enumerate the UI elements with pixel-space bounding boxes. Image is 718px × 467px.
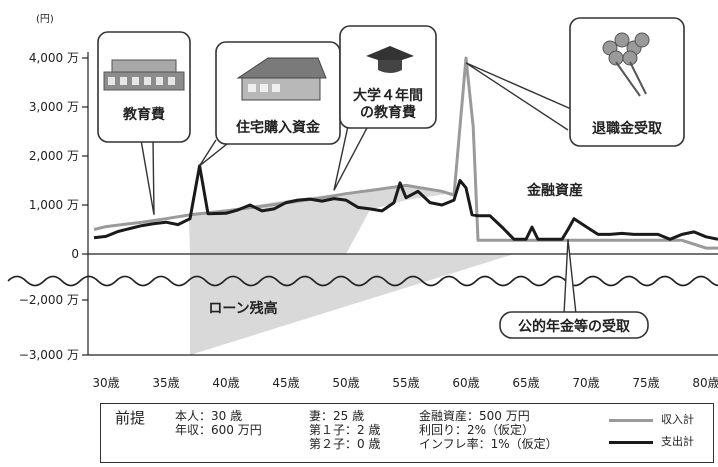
premise-inflation: インフレ率：1%（仮定）: [419, 437, 558, 451]
retirement-callout-label: 退職金受取: [592, 120, 663, 137]
y-tick-label: −2,000 万: [19, 293, 79, 307]
x-tick-label: 80歳: [692, 376, 718, 390]
university-callout-label-1: 大学４年間: [353, 87, 423, 104]
premise-assets: 金融資産：500 万円: [419, 409, 530, 423]
y-tick-label: 0: [71, 247, 79, 261]
x-tick-label: 75歳: [632, 376, 659, 390]
loan-balance-area: [190, 254, 514, 355]
premise-yield: 利回り：2%（仮定）: [419, 423, 535, 437]
x-tick-label: 35歳: [152, 376, 179, 390]
housing-callout-label: 住宅購入資金: [236, 119, 321, 136]
x-tick-label: 45歳: [272, 376, 299, 390]
premises-finance: 金融資産：500 万円 利回り：2%（仮定） インフレ率：1%（仮定）: [419, 409, 558, 451]
y-tick-label: 4,000 万: [29, 51, 79, 65]
university-callout-label-2: の教育費: [360, 104, 416, 121]
loan-balance-label: ローン残高: [208, 300, 277, 317]
legend-expense-swatch: [609, 440, 653, 444]
school-building-icon: [103, 59, 185, 91]
life-plan-chart: (円) 4,000 万 3,000 万 2,000 万 1,000 万 0 −2,000 万…: [7, 14, 718, 390]
flower-bouquet-icon: [602, 32, 650, 97]
housing-callout-pointer: [199, 139, 233, 167]
legend-income: 収入計: [609, 413, 694, 427]
house-icon: [236, 57, 327, 101]
premise-income: 年収：600 万円: [175, 423, 262, 437]
premises-box: 前提 本人：30 歳 年収：600 万円 妻：25 歳 第１子：2 歳 第２子：…: [100, 403, 714, 463]
pension-callout-pointer: [563, 239, 577, 315]
y-tick-label: 2,000 万: [29, 149, 79, 163]
x-tick-label: 55歳: [392, 376, 419, 390]
premise-child2: 第２子：0 歳: [309, 437, 381, 451]
premises-family: 妻：25 歳 第１子：2 歳 第２子：0 歳: [309, 409, 380, 451]
y-tick-label: −3,000 万: [19, 348, 79, 362]
legend-income-label: 収入計: [661, 413, 694, 426]
y-tick-label: 3,000 万: [29, 100, 79, 114]
legend-income-swatch: [609, 418, 653, 422]
retirement-callout-pointer: [465, 62, 579, 131]
x-tick-label: 30歳: [92, 376, 119, 390]
pension-callout-box: [499, 311, 649, 339]
y-axis-unit: (円): [36, 14, 54, 25]
legend-expense-label: 支出計: [661, 435, 694, 448]
university-callout-box: [339, 25, 437, 129]
graduation-cap-icon: [366, 46, 414, 73]
legend-expense: 支出計: [609, 435, 694, 449]
y-tick-label: 1,000 万: [29, 198, 79, 212]
axis-break-wave: [7, 275, 718, 287]
education-callout-pointer: [140, 139, 155, 215]
expense-line: [93, 164, 718, 241]
financial-assets-label: 金融資産: [526, 182, 583, 199]
university-callout-pointer: [333, 125, 369, 191]
education-callout-label: 教育費: [123, 106, 165, 123]
x-tick-label: 50歳: [332, 376, 359, 390]
x-tick-label: 40歳: [212, 376, 239, 390]
premises-title: 前提: [115, 409, 146, 427]
retirement-callout-box: [569, 17, 685, 147]
x-tick-label: 70歳: [572, 376, 599, 390]
pension-callout-label: 公的年金等の受取: [518, 318, 631, 335]
premises-person: 本人：30 歳 年収：600 万円: [175, 409, 262, 437]
premise-child1: 第１子：2 歳: [309, 423, 381, 437]
x-tick-label: 65歳: [512, 376, 539, 390]
x-tick-label: 60歳: [452, 376, 479, 390]
premise-age: 本人：30 歳: [175, 409, 243, 423]
premise-wife: 妻：25 歳: [309, 409, 365, 423]
